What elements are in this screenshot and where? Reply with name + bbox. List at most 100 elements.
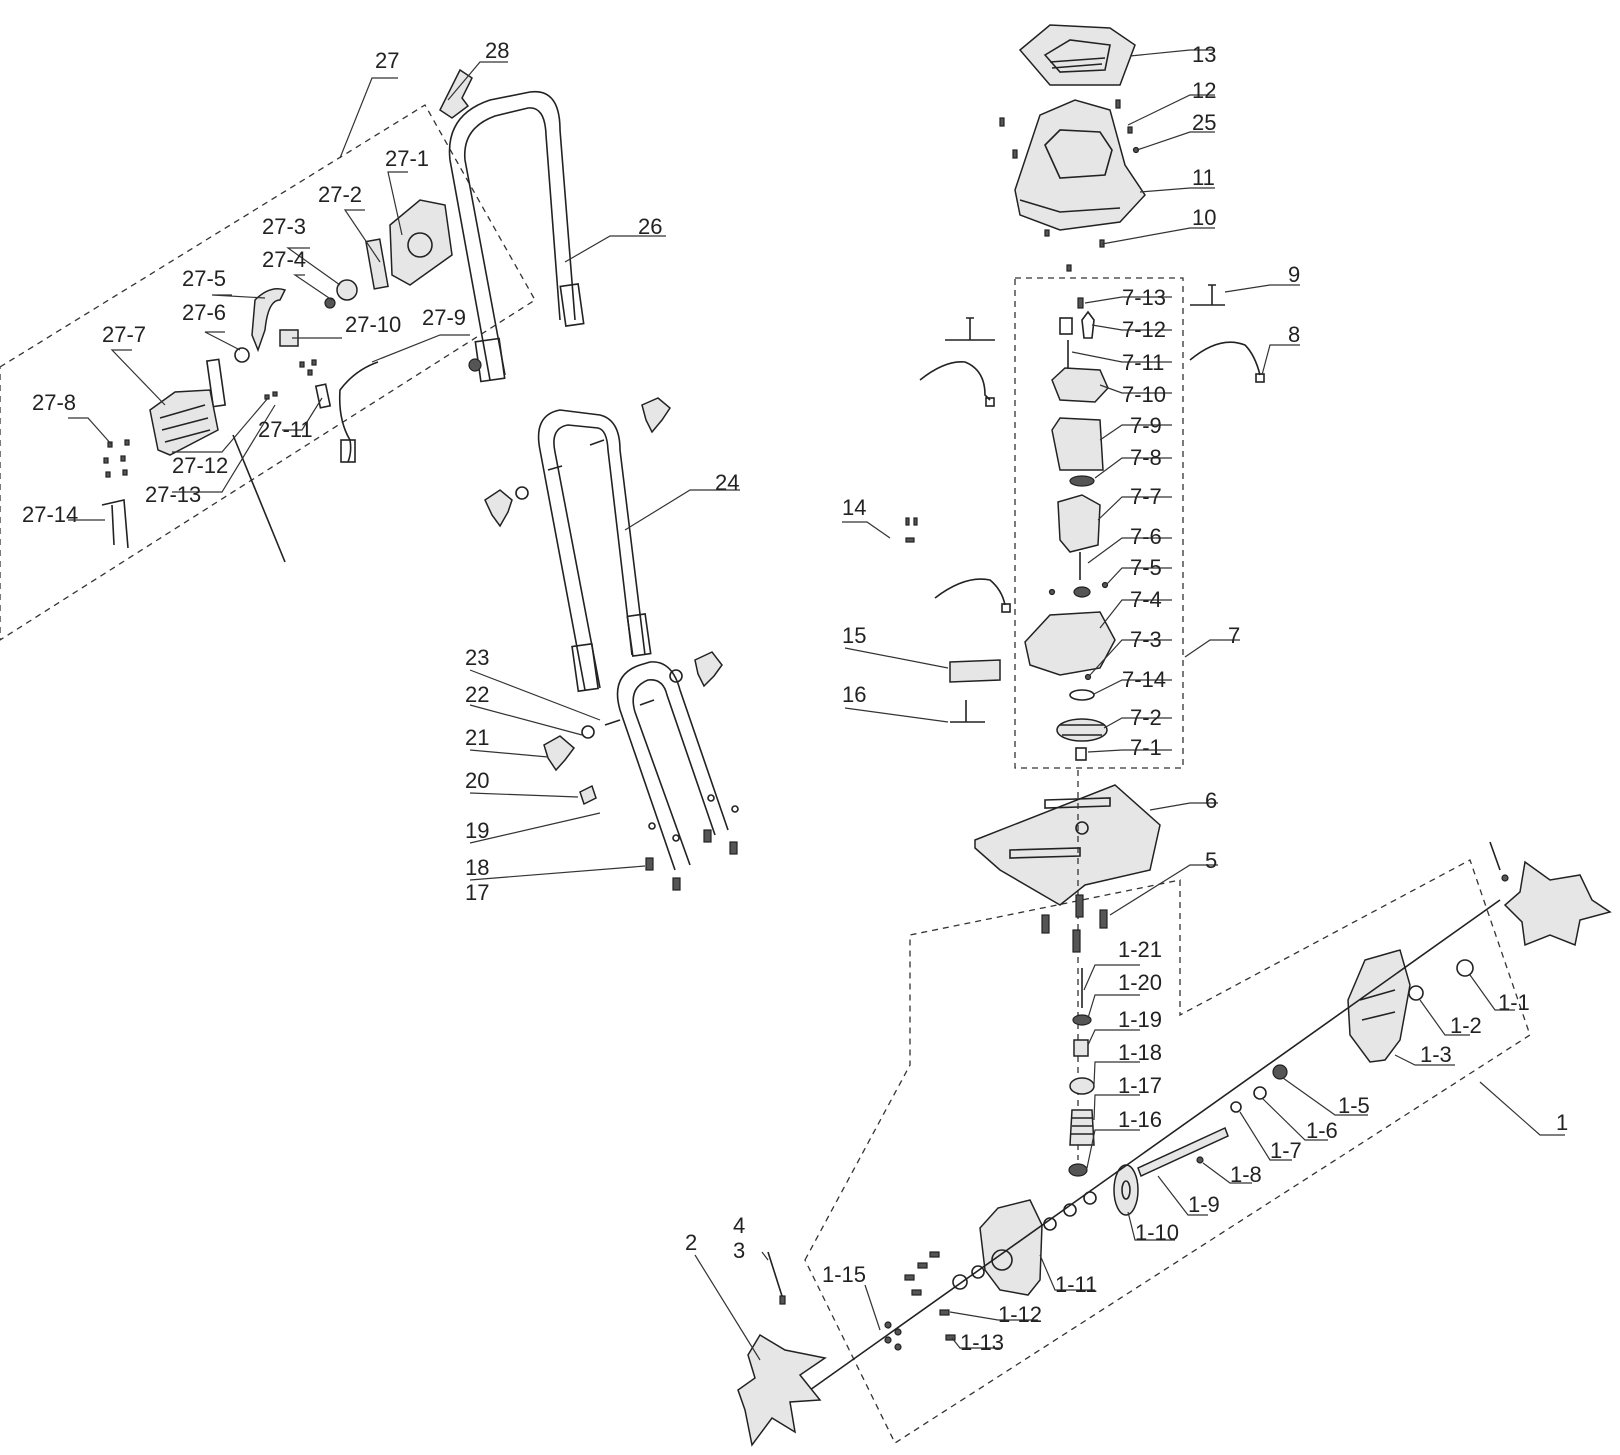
label-7-12: 7-12 [1122,317,1166,342]
label-1: 1 [1556,1110,1568,1135]
label-27-6: 27-6 [182,300,226,325]
motor-internals-part [1024,297,1116,761]
label-20: 20 [465,768,489,793]
nut-part [324,297,336,309]
label-7-3: 7-3 [1130,627,1162,652]
label-7-1: 7-1 [1130,735,1162,760]
left-tine-part [737,1333,827,1447]
lower-handle-part [616,661,729,871]
label-7-4: 7-4 [1130,587,1162,612]
handle-bolts-part [547,439,655,726]
label-6: 6 [1205,788,1217,813]
power-cord-part [338,361,379,463]
label-11: 11 [1192,165,1215,190]
gear-washers-part [1043,1191,1097,1231]
label-27-7: 27-7 [102,322,146,347]
label-27-2: 27-2 [318,182,362,207]
gearbox-group-outline [804,859,1531,1444]
label-5: 5 [1205,848,1217,873]
cable-part [101,499,129,549]
label-27-8: 27-8 [32,390,76,415]
drive-shaft-part [1137,1126,1229,1178]
top-cover-part [1018,24,1136,86]
label-16: 16 [842,682,866,707]
label-27-10: 27-10 [345,312,401,337]
label-7-7: 7-7 [1130,484,1162,509]
label-14: 14 [842,495,866,520]
label-13: 13 [1192,42,1216,67]
label-7: 7 [1228,623,1240,648]
shaft-axis [809,899,1501,1391]
switch-plate-part [365,238,389,290]
label-1-2: 1-2 [1450,1013,1482,1038]
label-26: 26 [638,214,662,239]
label-24: 24 [715,470,739,495]
label-10: 10 [1192,205,1216,230]
label-1-11: 1-11 [1055,1272,1097,1297]
label-8: 8 [1288,322,1300,347]
plate-bolts-part [1041,894,1108,953]
label-15: 15 [842,623,866,648]
label-1-9: 1-9 [1188,1192,1220,1217]
label-7-8: 7-8 [1130,445,1162,470]
label-1-16: 1-16 [1118,1107,1162,1132]
upper-handle-part [448,90,585,383]
label-7-14: 7-14 [1122,667,1166,692]
spring-part [234,347,250,363]
callout-labels: 27 28 27-1 27-2 27-3 27-4 27-5 27-6 27-7… [22,38,1568,1355]
handle-switch-group-outline [0,104,536,641]
cable-clip-part [314,383,332,409]
label-1-12: 1-12 [998,1302,1042,1327]
label-27-13: 27-13 [145,482,201,507]
label-1-18: 1-18 [1118,1040,1162,1065]
label-7-6: 7-6 [1130,524,1162,549]
knob-part [336,279,358,301]
base-plate-part [974,784,1161,906]
label-21: 21 [465,725,489,750]
label-25: 25 [1192,110,1216,135]
label-28: 28 [485,38,509,63]
label-1-15: 1-15 [822,1262,866,1287]
label-1-20: 1-20 [1118,970,1162,995]
label-2: 2 [685,1230,697,1255]
shaft-stack-part [1068,968,1095,1177]
label-19: 19 [465,818,489,843]
label-1-21: 1-21 [1118,937,1162,962]
lower-bolts-part [645,794,739,891]
label-7-10: 7-10 [1122,382,1166,407]
middle-handle-part [537,409,652,693]
label-1-13: 1-13 [960,1330,1004,1355]
screws-part [103,359,317,478]
label-7-13: 7-13 [1122,285,1166,310]
label-27-5: 27-5 [182,266,226,291]
label-27-9: 27-9 [422,305,466,330]
label-1-1: 1-1 [1498,990,1530,1015]
right-tine-part [1489,841,1612,947]
label-7-2: 7-2 [1130,705,1162,730]
shaft-seals-part [1196,959,1474,1164]
label-4: 4 [733,1213,745,1238]
trigger-part [251,288,287,353]
switch-box-part [389,199,453,286]
handle-housing-part [149,389,219,456]
motor-cover-part [1014,99,1146,231]
strain-relief-part [205,358,227,408]
label-27-1: 27-1 [385,146,429,171]
label-27-14: 27-14 [22,502,78,527]
label-1-6: 1-6 [1306,1118,1338,1143]
plug-part [468,358,482,372]
label-23: 23 [465,645,489,670]
label-12: 12 [1192,78,1216,103]
label-7-9: 7-9 [1130,413,1162,438]
label-22: 22 [465,682,489,707]
label-27-3: 27-3 [262,214,306,239]
plug-cap-part [579,784,597,806]
leader-lines [68,49,1565,1361]
rod-part [232,434,286,563]
label-1-17: 1-17 [1118,1073,1162,1098]
knobs-part [484,397,723,772]
label-27-11: 27-11 [258,417,313,442]
label-1-8: 1-8 [1230,1162,1262,1187]
label-9: 9 [1288,262,1300,287]
